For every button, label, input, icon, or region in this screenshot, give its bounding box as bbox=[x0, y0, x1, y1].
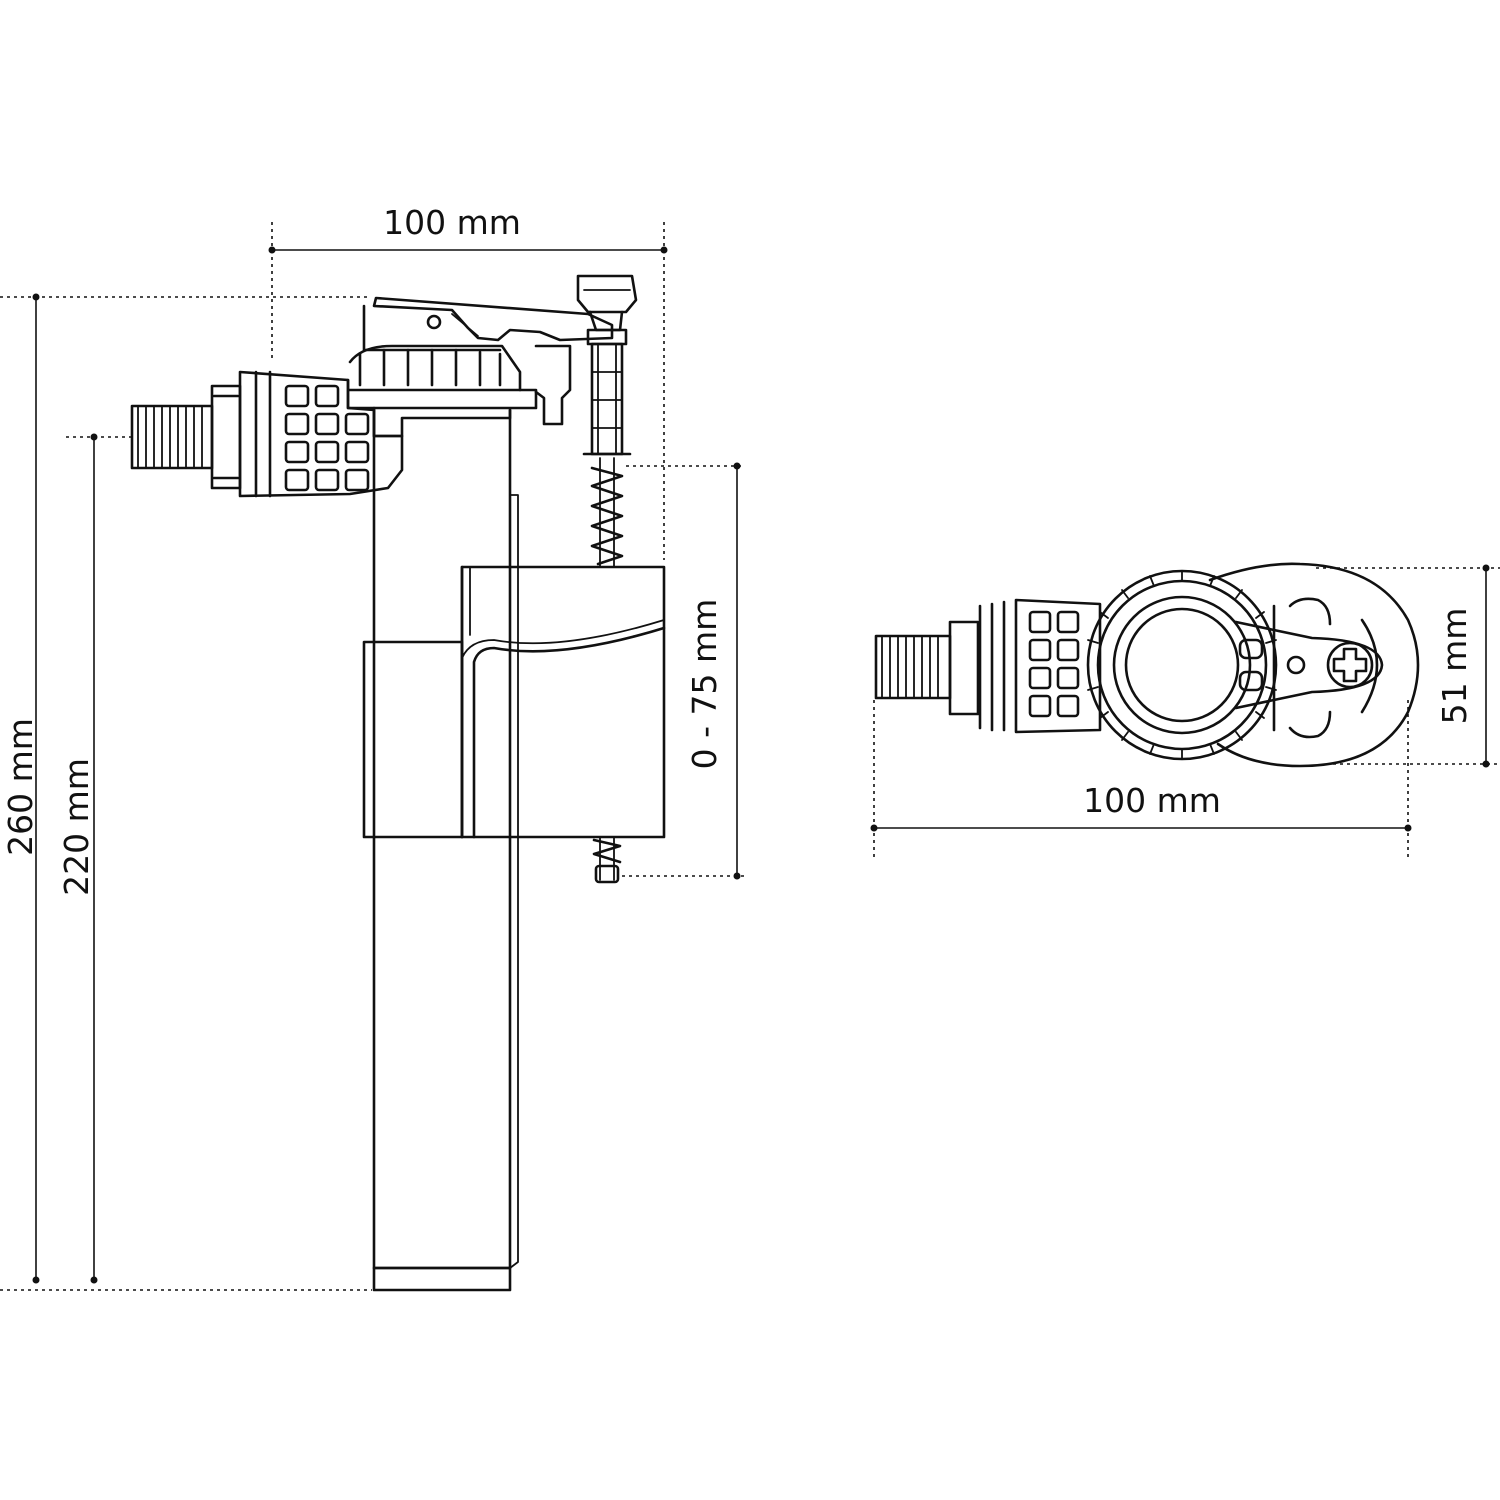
float-box bbox=[362, 565, 666, 839]
adjustment-rod bbox=[576, 274, 638, 884]
top-view: 100 mm 51 mm bbox=[870, 562, 1500, 858]
top-width-label: 100 mm bbox=[1083, 781, 1221, 820]
top-filter-cage bbox=[1014, 598, 1102, 734]
dimension-width-top bbox=[870, 700, 1412, 858]
inlet-threaded-nipple bbox=[130, 384, 242, 490]
dimension-float-adjustment bbox=[622, 462, 744, 880]
inlet-filter-cage bbox=[238, 370, 404, 498]
top-valve-ring bbox=[1086, 569, 1278, 761]
top-float-housing bbox=[1208, 562, 1420, 768]
dimension-overall-height bbox=[0, 293, 372, 1291]
body-tube bbox=[372, 408, 519, 1292]
dimension-depth-top bbox=[1316, 564, 1500, 768]
valve-head bbox=[346, 296, 614, 438]
dimension-inlet-height bbox=[66, 433, 132, 1284]
top-inlet-nipple bbox=[874, 600, 1006, 732]
top-lever-arm bbox=[1234, 620, 1384, 710]
inlet-height-label: 220 mm bbox=[57, 758, 96, 896]
float-adjust-label: 0 - 75 mm bbox=[685, 599, 724, 770]
overall-height-label: 260 mm bbox=[1, 718, 40, 856]
side-width-label: 100 mm bbox=[383, 203, 521, 242]
dimension-width-side bbox=[268, 222, 668, 560]
side-view: 100 mm 260 mm 220 mm 0 - 75 mm bbox=[0, 203, 744, 1292]
top-depth-label: 51 mm bbox=[1435, 608, 1474, 725]
